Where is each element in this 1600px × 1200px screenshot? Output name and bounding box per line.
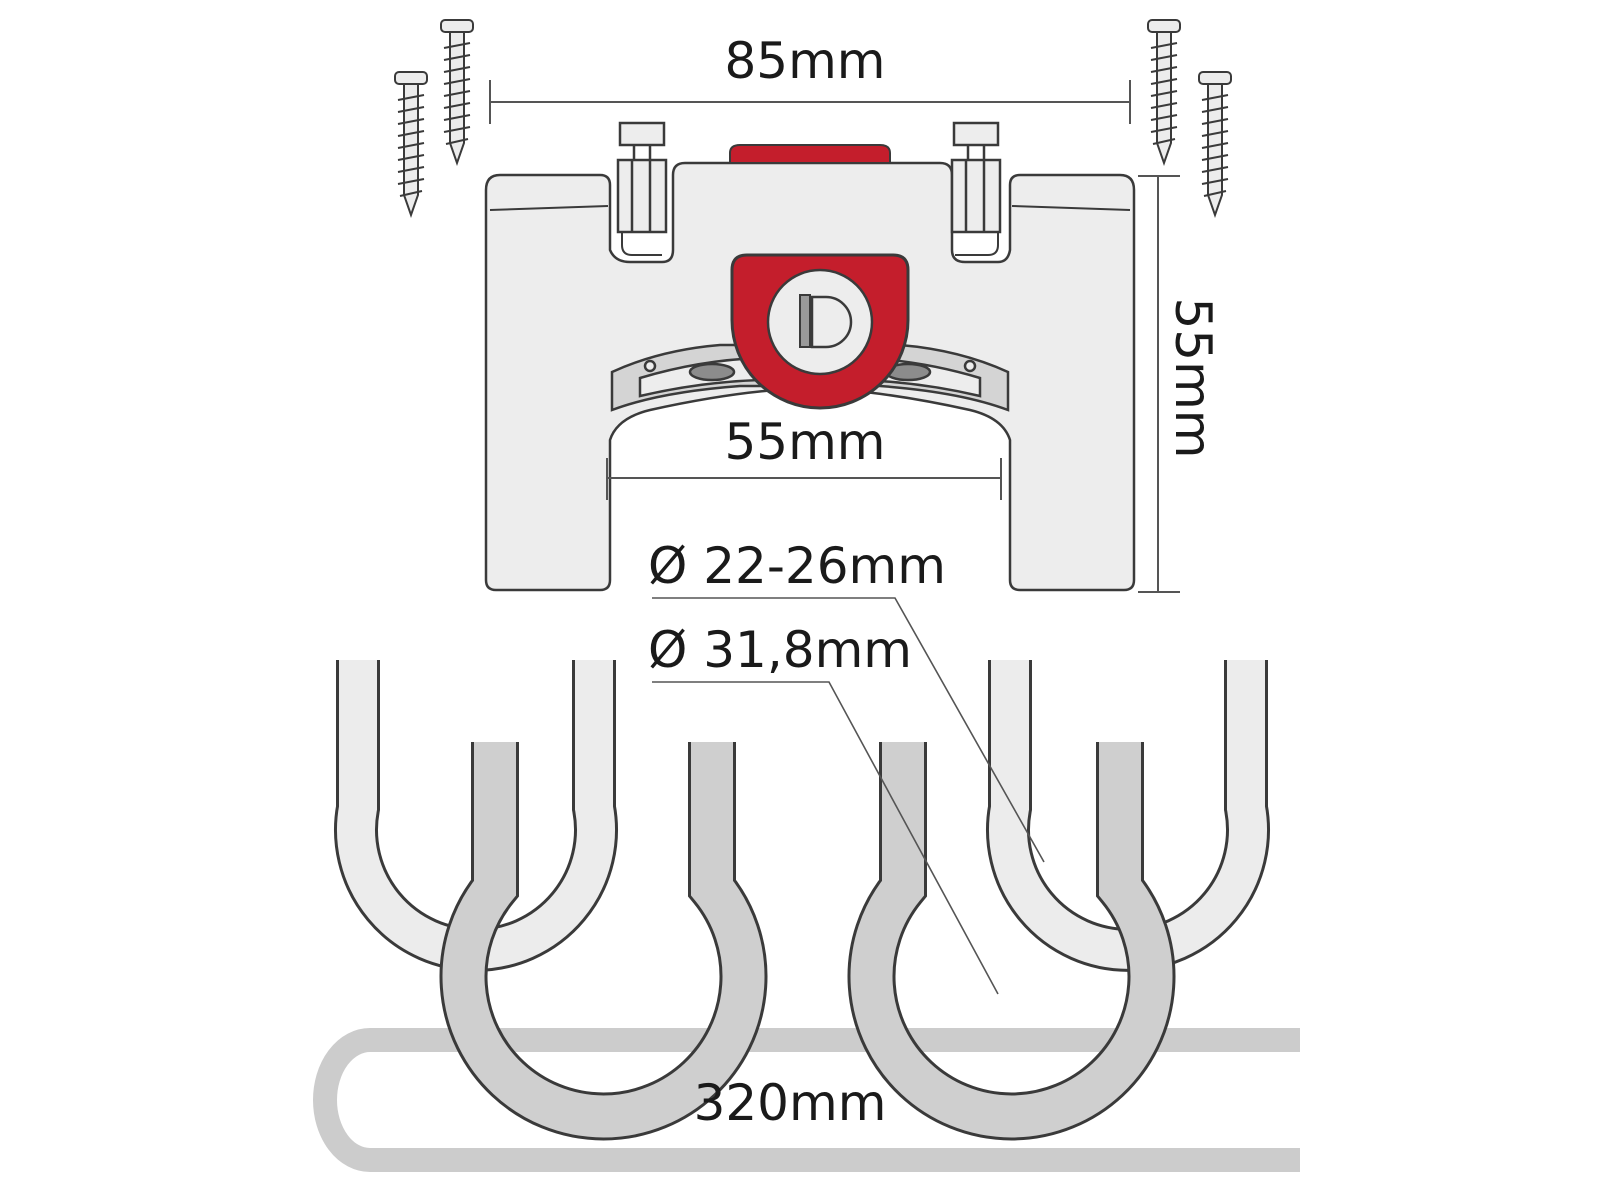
lock-housing <box>730 253 910 410</box>
dimension-label-top-width: 85mm <box>724 32 885 90</box>
clamp-large-right <box>847 742 1176 1141</box>
dimension-label-large-diameter: Ø 31,8mm <box>648 621 912 679</box>
screw-icon <box>394 71 428 219</box>
screw-icon <box>440 19 474 167</box>
clamp-large-left <box>439 742 768 1141</box>
dimension-lines <box>489 80 1180 995</box>
top-release-button <box>729 144 891 164</box>
lock-cylinder-icon <box>766 268 874 376</box>
screw-icon <box>1198 71 1232 219</box>
dimension-label-height: 55mm <box>1164 297 1222 458</box>
screw-icon <box>1147 19 1181 167</box>
dimension-label-cable-length: 320mm <box>694 1074 887 1132</box>
cable-loop <box>313 1028 1300 1172</box>
dimension-label-inner-width: 55mm <box>724 413 885 471</box>
dimension-label-small-diameter: Ø 22-26mm <box>648 537 946 595</box>
bolt-right <box>950 121 1002 234</box>
bolt-left <box>616 121 668 234</box>
